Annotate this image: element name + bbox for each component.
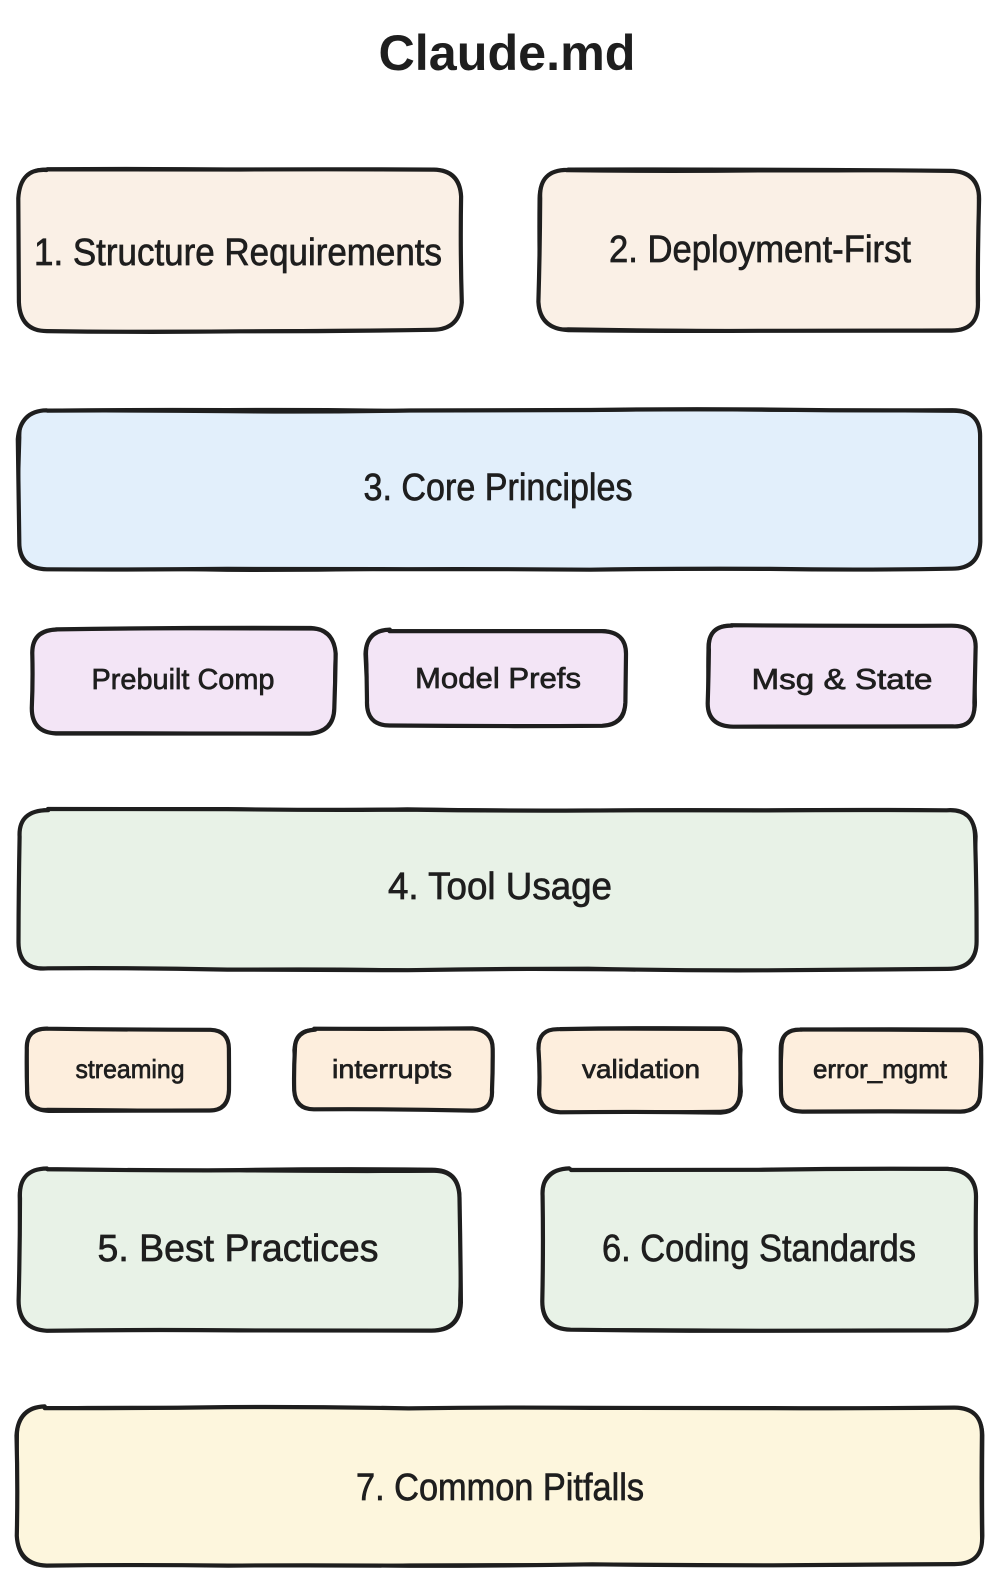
svg-text:interrupts: interrupts: [332, 1054, 452, 1084]
svg-text:error_mgmt: error_mgmt: [813, 1054, 948, 1084]
svg-text:Model Prefs: Model Prefs: [415, 663, 581, 695]
svg-text:3. Core Principles: 3. Core Principles: [364, 467, 633, 509]
svg-text:Claude.md: Claude.md: [379, 25, 636, 81]
svg-text:Msg & State: Msg & State: [752, 664, 933, 696]
svg-text:validation: validation: [582, 1054, 700, 1084]
svg-text:5. Best Practices: 5. Best Practices: [98, 1228, 379, 1270]
svg-text:2. Deployment-First: 2. Deployment-First: [609, 229, 911, 271]
svg-text:Prebuilt Comp: Prebuilt Comp: [92, 664, 275, 696]
svg-text:1. Structure Requirements: 1. Structure Requirements: [34, 232, 442, 274]
svg-text:4. Tool Usage: 4. Tool Usage: [388, 866, 612, 908]
svg-text:7. Common Pitfalls: 7. Common Pitfalls: [356, 1467, 644, 1509]
svg-text:streaming: streaming: [76, 1054, 185, 1084]
svg-text:6. Coding Standards: 6. Coding Standards: [602, 1228, 916, 1270]
